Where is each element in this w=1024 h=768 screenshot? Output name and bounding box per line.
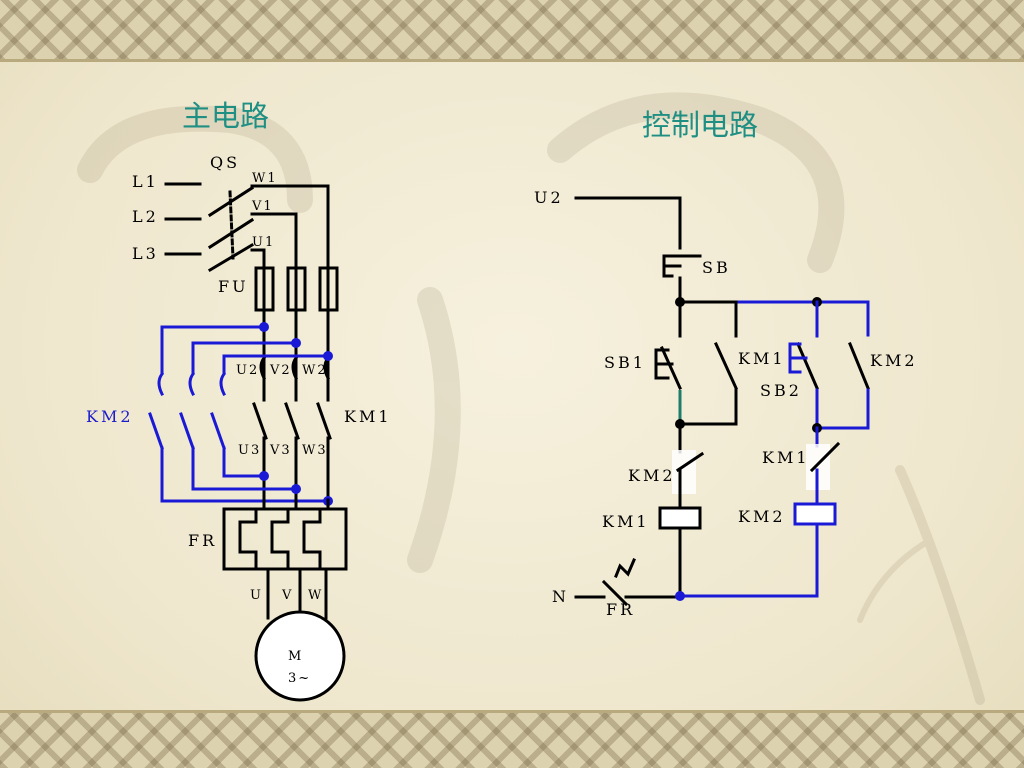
background-decoration <box>77 92 985 705</box>
km2-interlock-contact <box>672 422 705 498</box>
fu-label: FU <box>218 277 249 296</box>
stop-button-sb <box>662 254 702 304</box>
km2-coil-label: KM2 <box>738 507 786 526</box>
motor-letter: M <box>288 649 303 664</box>
start-button-sb2 <box>788 300 819 430</box>
km2-interlock-label: KM2 <box>628 466 676 485</box>
motor-terminal-v: V <box>281 588 293 603</box>
start-button-sb1 <box>654 300 682 424</box>
supply-label-u2: U2 <box>534 188 564 207</box>
wire-top-blue <box>734 300 870 337</box>
km1-hold-label: KM1 <box>738 349 786 368</box>
motor-terminal-u: U <box>250 588 263 603</box>
km1-coil-label: KM1 <box>602 512 650 531</box>
km1-coil <box>658 506 702 530</box>
sb1-label: SB1 <box>604 353 646 372</box>
wire-v1 <box>250 212 298 270</box>
main-circuit-title: 主电路 <box>182 99 269 133</box>
km2-label: KM2 <box>86 407 134 426</box>
node-w1: W1 <box>252 171 278 186</box>
node-u3: U3 <box>238 443 261 458</box>
motor-symbol <box>254 610 346 702</box>
overload-relay-fr <box>222 498 348 571</box>
km1-holding-contact <box>678 300 738 426</box>
km2-hold-label: KM2 <box>870 351 918 370</box>
fuse-fu <box>254 266 339 312</box>
control-circuit: U2 SB SB1 <box>534 188 918 619</box>
control-circuit-title: 控制电路 <box>642 108 758 142</box>
fr-label: FR <box>188 531 217 550</box>
fr-overload-contact <box>601 558 682 607</box>
motor-terminal-w: W <box>308 588 323 603</box>
qs-switch <box>207 185 255 273</box>
neutral-label-n: N <box>552 587 569 606</box>
phase-label-l2: L2 <box>132 207 159 226</box>
km2-holding-contact <box>815 342 870 430</box>
node-u2: U2 <box>236 363 259 378</box>
wire-supply <box>574 196 682 250</box>
km2-reversing-wiring <box>148 322 333 506</box>
km1-label: KM1 <box>344 407 392 426</box>
decorative-top-border <box>0 0 1024 62</box>
motor-phase: 3~ <box>288 671 311 686</box>
phase-label-l3: L3 <box>132 244 159 263</box>
node-v3: V3 <box>269 443 292 458</box>
main-circuit: L1 L2 L3 QS W1 V1 U1 <box>86 153 392 702</box>
qs-label: QS <box>210 153 240 172</box>
node-w2: W2 <box>302 363 328 378</box>
fr-contact-label: FR <box>606 600 635 619</box>
km2-coil <box>793 502 837 526</box>
node-v1: V1 <box>251 199 274 214</box>
wire-u1 <box>250 248 266 270</box>
sb2-label: SB2 <box>760 381 802 400</box>
sb-label: SB <box>702 258 731 277</box>
km1-interlock-label: KM1 <box>762 448 810 467</box>
km1-interlock-contact <box>806 426 841 502</box>
decorative-bottom-border <box>0 710 1024 768</box>
node-u1: U1 <box>252 235 275 250</box>
node-w3: W3 <box>302 443 328 458</box>
wire-w1 <box>250 184 330 270</box>
phase-label-l1: L1 <box>132 172 159 191</box>
node-v2: V2 <box>269 363 292 378</box>
